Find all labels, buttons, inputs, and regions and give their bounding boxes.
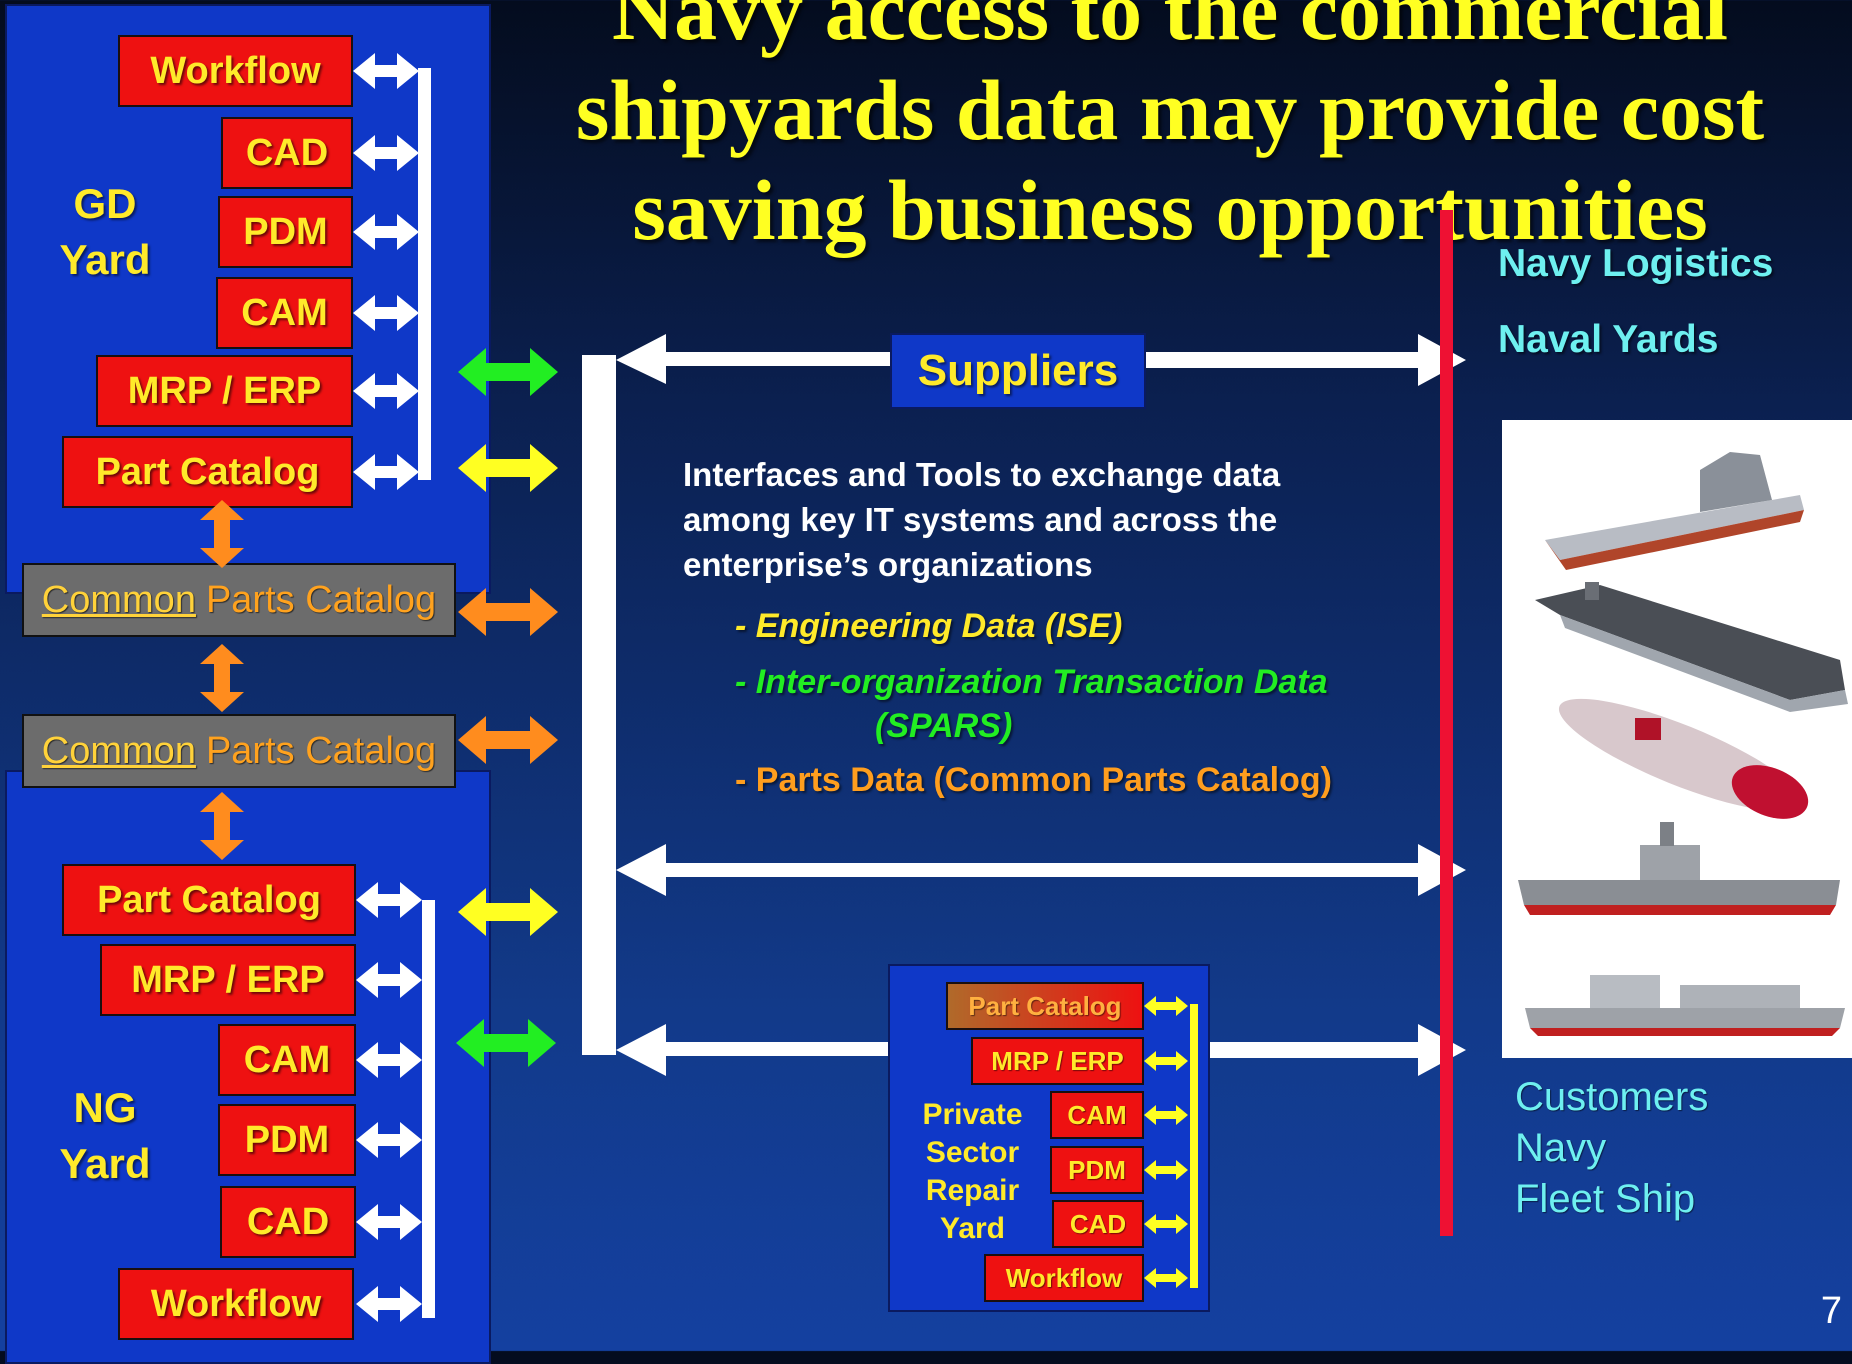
ng-internal-bus [356,882,435,1322]
common-parts-catalog-bottom[interactable]: Common Parts Catalog [22,714,456,788]
bullet-parts: - Parts Data (Common Parts Catalog) [735,761,1332,799]
title-line-3: saving business opportunities [632,162,1708,258]
orange-vertical-arrows [200,500,244,860]
ng-system-cam[interactable]: CAM [218,1024,356,1096]
gd-system-cam[interactable]: CAM [216,277,353,349]
horizontal-exchange-arrows [616,334,1466,1076]
gd-yard-label: GD Yard [59,180,151,283]
gd-system-workflow[interactable]: Workflow [118,35,353,107]
colored-link-arrows [456,348,558,1067]
bullet-engineering: - Engineering Data (ISE) [735,607,1123,645]
title-line-2: shipyards data may provide cost [575,62,1765,158]
ship-carrier-icon [1535,582,1848,712]
gd-system-pdm[interactable]: PDM [218,196,353,268]
gd-system-part-catalog[interactable]: Part Catalog [62,436,353,508]
navy-logistics-label: Navy Logistics [1498,242,1774,285]
suppliers-box[interactable]: Suppliers [890,333,1146,409]
ship-supply-icon [1525,975,1845,1036]
gd-system-cad[interactable]: CAD [221,117,353,189]
private-system-part-catalog[interactable]: Part Catalog [946,982,1144,1030]
page-number: 7 [1820,1290,1842,1332]
common-parts-catalog-top[interactable]: Common Parts Catalog [22,563,456,637]
private-system-workflow[interactable]: Workflow [984,1254,1144,1302]
naval-yards-label: Naval Yards [1498,318,1719,361]
private-yard-label: Private Sector Repair Yard [922,1098,1023,1245]
page-title: Navy access to the commercial shipyards … [560,0,1780,260]
bullet-transaction: - Inter-organization Transaction Data (S… [735,663,1328,745]
ship-submarine-icon [1558,698,1809,819]
description-text: Interfaces and Tools to exchange data am… [683,456,1281,583]
red-divider [1440,210,1453,1236]
gd-internal-bus [353,53,431,490]
private-system-cam[interactable]: CAM [1050,1091,1144,1139]
private-system-pdm[interactable]: PDM [1050,1146,1144,1194]
private-system-cad[interactable]: CAD [1052,1200,1144,1248]
ship-amphibious-icon [1518,822,1840,915]
private-internal-bus [1144,996,1198,1288]
ng-system-pdm[interactable]: PDM [218,1104,356,1176]
customers-text: Customers Navy Fleet Ship [1515,1075,1709,1221]
private-system-mrp-erp[interactable]: MRP / ERP [971,1037,1144,1085]
ng-system-part-catalog[interactable]: Part Catalog [62,864,356,936]
ng-system-mrp-erp[interactable]: MRP / ERP [100,944,356,1016]
main-vertical-bus [582,355,616,1055]
title-line-1: Navy access to the commercial [611,0,1729,58]
ng-system-workflow[interactable]: Workflow [118,1268,354,1340]
gd-system-mrp-erp[interactable]: MRP / ERP [96,355,353,427]
ng-yard-label: NG Yard [59,1084,151,1187]
ng-system-cad[interactable]: CAD [220,1186,356,1258]
ship-destroyer-icon [1545,452,1804,570]
